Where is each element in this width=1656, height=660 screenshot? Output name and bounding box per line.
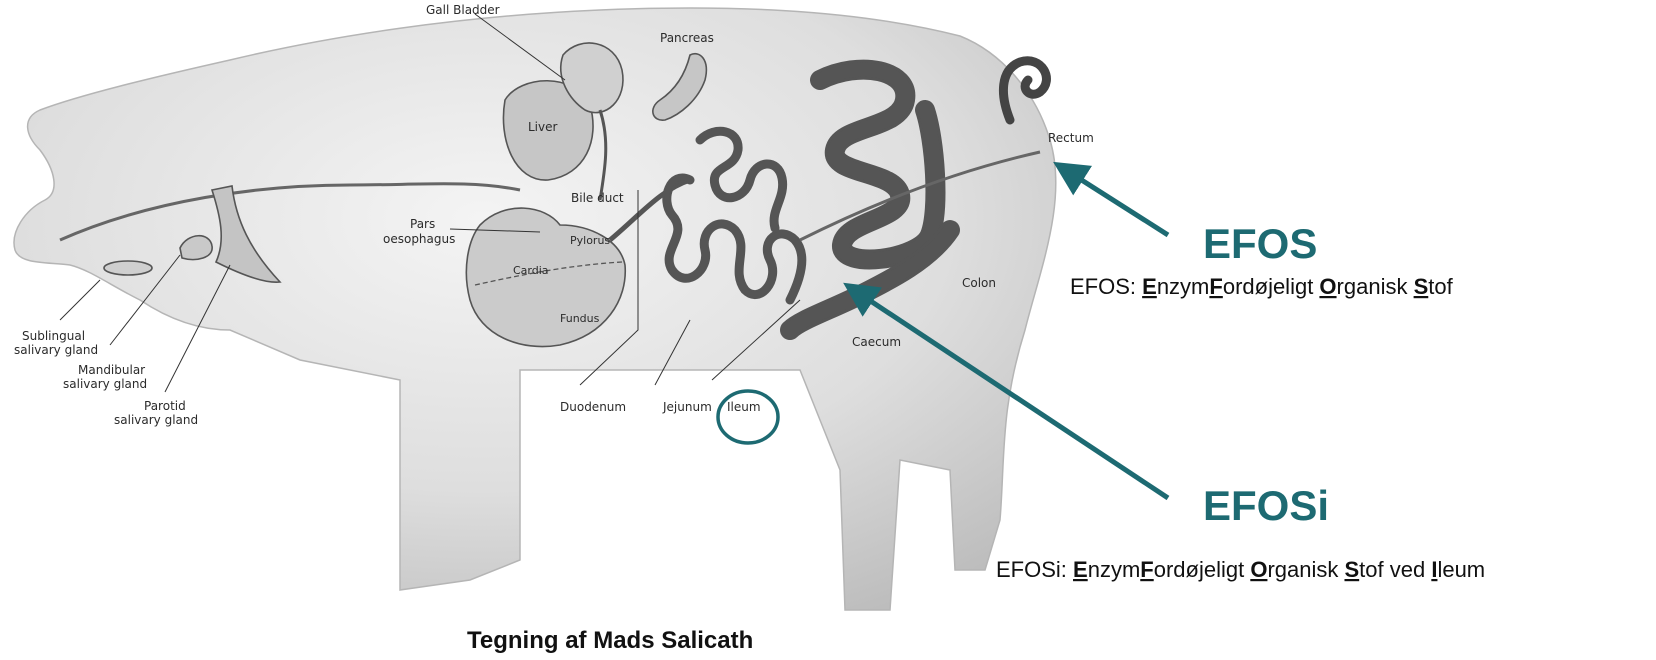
label-fundus: Fundus [560, 312, 600, 325]
label-colon: Colon [962, 276, 996, 290]
ileum-highlight-circle [718, 391, 778, 443]
label-caecum: Caecum [852, 335, 901, 349]
label-pancreas: Pancreas [660, 31, 714, 45]
drawing-credit: Tegning af Mads Salicath [467, 627, 753, 654]
efos-definition: EFOS: EnzymFordøjeligt Organisk Stof [1070, 274, 1454, 299]
sublingual-gland [104, 261, 152, 275]
label-duodenum: Duodenum [560, 400, 626, 414]
label-mandibular-1: Mandibular [78, 363, 145, 377]
label-bile-duct: Bile duct [571, 191, 624, 205]
label-sublingual-1: Sublingual [22, 329, 85, 343]
label-parotid-2: salivary gland [114, 413, 198, 427]
label-liver: Liver [528, 120, 558, 134]
label-pylorus: Pylorus [570, 234, 610, 247]
label-mandibular-2: salivary gland [63, 377, 147, 391]
label-sublingual-2: salivary gland [14, 343, 98, 357]
label-pars-2: oesophagus [383, 232, 455, 246]
label-ileum: Ileum [727, 400, 761, 414]
label-jejunum: Jejunum [662, 400, 712, 414]
efosi-definition: EFOSi: EnzymFordøjeligt Organisk Stof ve… [996, 557, 1485, 582]
efosi-heading: EFOSi [1203, 482, 1329, 529]
label-gall-bladder: Gall Bladder [426, 3, 500, 17]
label-pars-1: Pars [410, 217, 435, 231]
label-parotid-1: Parotid [144, 399, 186, 413]
efos-arrow [1058, 165, 1168, 235]
label-cardia: Cardia [513, 264, 549, 277]
label-rectum: Rectum [1048, 131, 1094, 145]
efos-heading: EFOS [1203, 220, 1317, 267]
